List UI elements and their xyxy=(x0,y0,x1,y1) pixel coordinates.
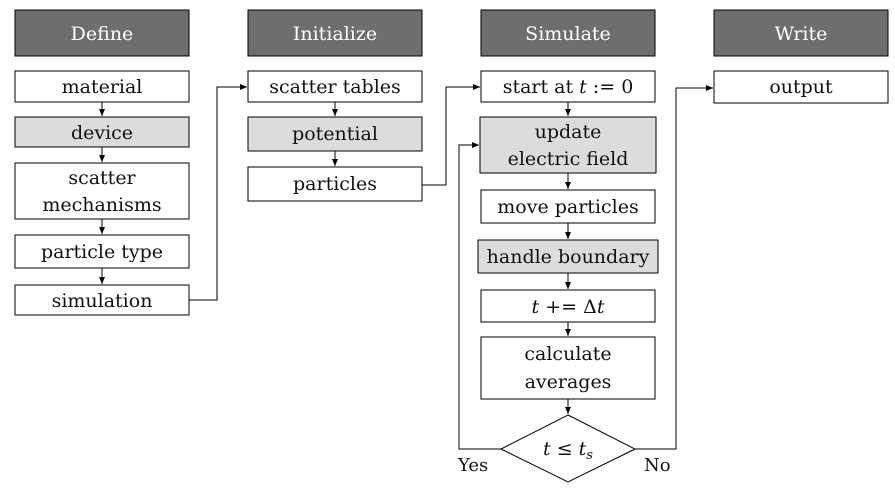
node-update-field: update electric field xyxy=(479,116,657,174)
node-device-label: device xyxy=(71,122,133,144)
header-write: Write xyxy=(713,9,889,57)
node-material-label: material xyxy=(62,76,143,98)
header-simulate-label: Simulate xyxy=(525,23,611,45)
label-yes: Yes xyxy=(457,455,488,476)
header-simulate: Simulate xyxy=(480,9,656,57)
node-scatter-mechanisms: scatter mechanisms xyxy=(14,162,190,220)
node-particle-type-label: particle type xyxy=(41,241,163,263)
header-initialize-label: Initialize xyxy=(293,23,377,45)
header-initialize: Initialize xyxy=(247,9,423,57)
node-handle-boundary: handle boundary xyxy=(477,239,659,274)
node-device: device xyxy=(14,116,190,148)
header-define-label: Define xyxy=(71,23,134,45)
node-output: output xyxy=(713,70,889,104)
header-write-label: Write xyxy=(775,23,828,45)
node-calculate-averages: calculate averages xyxy=(480,336,656,400)
node-move-particles-label: move particles xyxy=(497,196,638,218)
node-move-particles: move particles xyxy=(480,189,656,224)
node-time-step: t += Δt xyxy=(480,289,656,323)
node-output-label: output xyxy=(769,76,833,98)
node-particles: particles xyxy=(247,166,423,202)
node-start: start at t := 0 xyxy=(480,70,656,103)
node-update-line2: electric field xyxy=(508,148,629,170)
node-scatter-line1: scatter xyxy=(68,167,136,189)
node-time-step-label: t += Δt xyxy=(532,296,605,318)
node-calc-line1: calculate xyxy=(524,343,611,365)
node-scatter-tables: scatter tables xyxy=(247,70,423,103)
edge-simulation-scattertables xyxy=(189,84,247,301)
node-material: material xyxy=(14,70,190,103)
header-define: Define xyxy=(14,9,190,57)
node-handle-boundary-label: handle boundary xyxy=(487,246,650,268)
label-no: No xyxy=(644,455,671,476)
node-scatter-line2: mechanisms xyxy=(42,194,161,216)
node-potential: potential xyxy=(247,116,423,152)
node-condition-label: t ≤ ts xyxy=(543,438,593,463)
node-particles-label: particles xyxy=(293,173,377,195)
node-scatter-tables-label: scatter tables xyxy=(269,76,401,98)
edge-condition-yes-loop xyxy=(458,142,501,450)
edge-condition-no-output xyxy=(635,85,713,450)
node-start-label: start at t := 0 xyxy=(503,76,634,98)
node-condition: t ≤ ts xyxy=(499,414,637,483)
node-potential-label: potential xyxy=(292,123,378,145)
node-simulation: simulation xyxy=(14,284,190,316)
edge-particles-start xyxy=(422,84,480,186)
node-update-line1: update xyxy=(535,121,602,143)
node-simulation-label: simulation xyxy=(52,290,153,312)
node-calc-line2: averages xyxy=(525,371,612,393)
node-particle-type: particle type xyxy=(14,234,190,269)
